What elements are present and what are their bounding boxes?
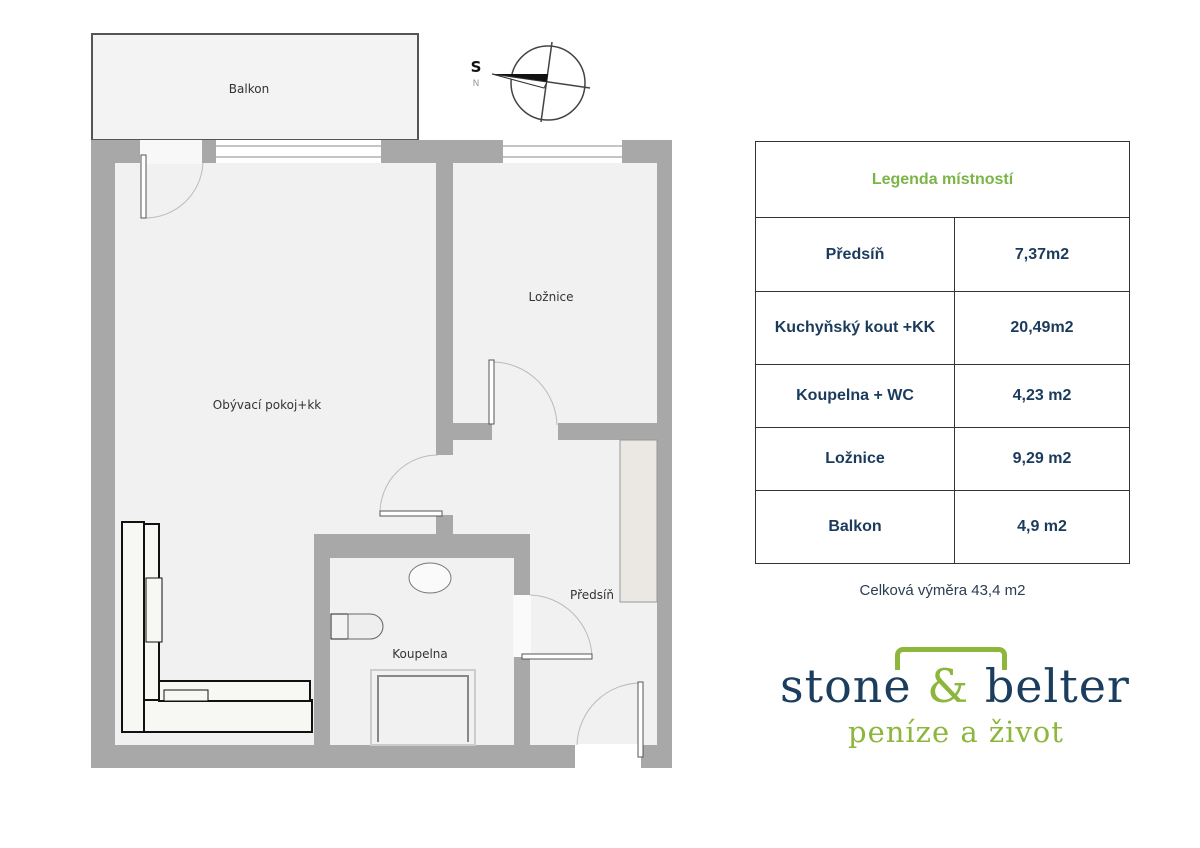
legend-area: 4,9 m2 [954,490,1130,564]
legend-room: Ložnice [755,427,955,491]
total-area: Celková výměra 43,4 m2 [859,582,1026,599]
door-leaf-balcony [140,154,147,219]
door-swing-living [379,454,439,514]
door-swing-bathroom [529,594,593,658]
legend-room: Balkon [755,490,955,564]
legend-header-row: Legenda místností [755,141,1130,218]
window-bedroom [503,140,622,163]
legend-area: 7,37m2 [954,217,1130,292]
balcony-door-opening [140,140,202,164]
door-leaf-bathroom [521,653,593,660]
room-label-balkon: Balkon [229,82,269,96]
legend-room: Předsíň [755,217,955,292]
legend-room: Kuchyňský kout +KK [755,291,955,365]
bedroom-floor [453,163,657,423]
door-swing-entrance [576,682,642,746]
living-room-floor [115,163,436,534]
room-label-loznice: Ložnice [528,290,573,304]
compass-north-label: N [473,79,480,89]
living-hall-opening [435,455,454,515]
entrance-opening [575,744,641,769]
logo-word-stone: stone [780,659,912,713]
room-label-obyvaci: Obývací pokoj+kk [213,398,322,412]
bedroom-door-opening [492,422,558,441]
legend-title: Legenda místností [755,141,1130,218]
door-swing-balcony [144,162,204,219]
kitchen-counter [121,521,313,733]
compass-south-label: S [471,58,482,76]
washbasin [408,562,452,594]
toilet [330,613,384,640]
logo-ampersand: & [927,659,970,713]
door-leaf-bedroom [488,359,495,425]
window-living [216,140,381,163]
compass-icon [491,41,591,123]
legend-area: 4,23 m2 [954,364,1130,428]
logo-tagline: peníze a život [848,715,1064,749]
logo-bracket [895,647,1007,670]
logo-word-belter: belter [984,659,1130,713]
room-label-koupelna: Koupelna [392,647,448,661]
shower [370,669,476,746]
room-label-predsin: Předsíň [570,588,614,602]
door-leaf-entrance [637,681,644,758]
door-leaf-living [379,510,443,517]
logo-name: stone & belter [780,659,1130,713]
legend-area: 9,29 m2 [954,427,1130,491]
wardrobe [619,439,658,603]
door-swing-bedroom [491,361,558,426]
legend-room: Koupelna + WC [755,364,955,428]
bathroom-door-opening [513,595,531,657]
floor-plan: Balkon Obývací pokoj+kk Ložnice Koupelna… [91,33,672,769]
balcony [91,33,419,141]
legend-area: 20,49m2 [954,291,1130,365]
